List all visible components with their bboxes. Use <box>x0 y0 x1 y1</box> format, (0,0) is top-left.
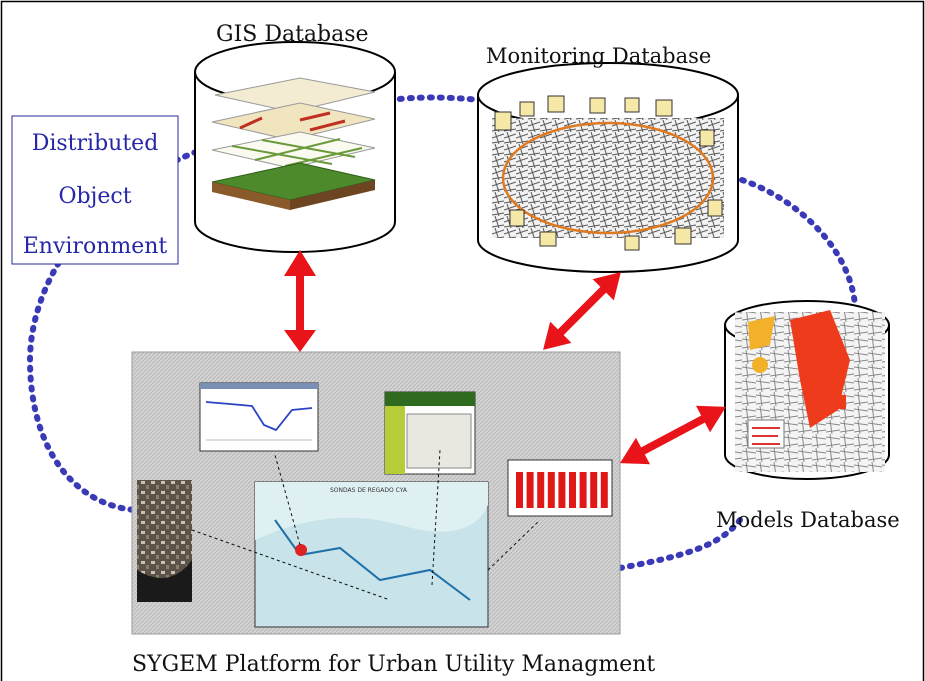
monitoring-database-cylinder <box>477 62 739 273</box>
timeseries-window <box>199 382 319 452</box>
bar <box>579 472 587 508</box>
network-map-title: SONDAS DE REGADO CYA <box>330 487 408 494</box>
arrow-models-platform <box>620 405 726 465</box>
bar-chart-bars <box>516 472 608 508</box>
bar <box>547 472 555 508</box>
dotted-connection-ring <box>26 94 858 571</box>
network-map: SONDAS DE REGADO CYA <box>254 481 489 628</box>
doe-line-2: Object <box>58 184 131 209</box>
arrow-gis-platform <box>284 250 316 352</box>
gis-layer-2 <box>211 102 376 141</box>
gis-layer-1 <box>214 77 376 113</box>
doe-line-3: Environment <box>23 234 168 259</box>
sygem-platform-panel: SONDAS DE REGADO CYA <box>131 351 621 635</box>
monitoring-database-label: Monitoring Database <box>486 44 711 68</box>
monitoring-city-map <box>492 118 724 238</box>
gis-database-label: GIS Database <box>216 22 369 47</box>
bar <box>537 472 545 508</box>
doe-line-1: Distributed <box>32 131 159 156</box>
bar <box>516 472 523 508</box>
application-window <box>384 391 476 475</box>
distributed-object-environment-box: Distributed Object Environment <box>11 115 179 265</box>
bar <box>569 472 576 508</box>
red-arrows <box>284 250 726 465</box>
platform-connectors <box>191 449 541 601</box>
bar <box>600 472 608 508</box>
bar <box>526 472 534 508</box>
models-database-label: Models Database <box>716 508 900 532</box>
gis-database-cylinder <box>194 41 396 253</box>
bar <box>558 472 566 508</box>
models-database-cylinder <box>724 300 890 480</box>
platform-caption: SYGEM Platform for Urban Utility Managme… <box>132 652 655 677</box>
arrow-monitoring-platform <box>543 272 621 350</box>
bar <box>590 472 598 508</box>
bar-chart-window <box>507 459 613 517</box>
